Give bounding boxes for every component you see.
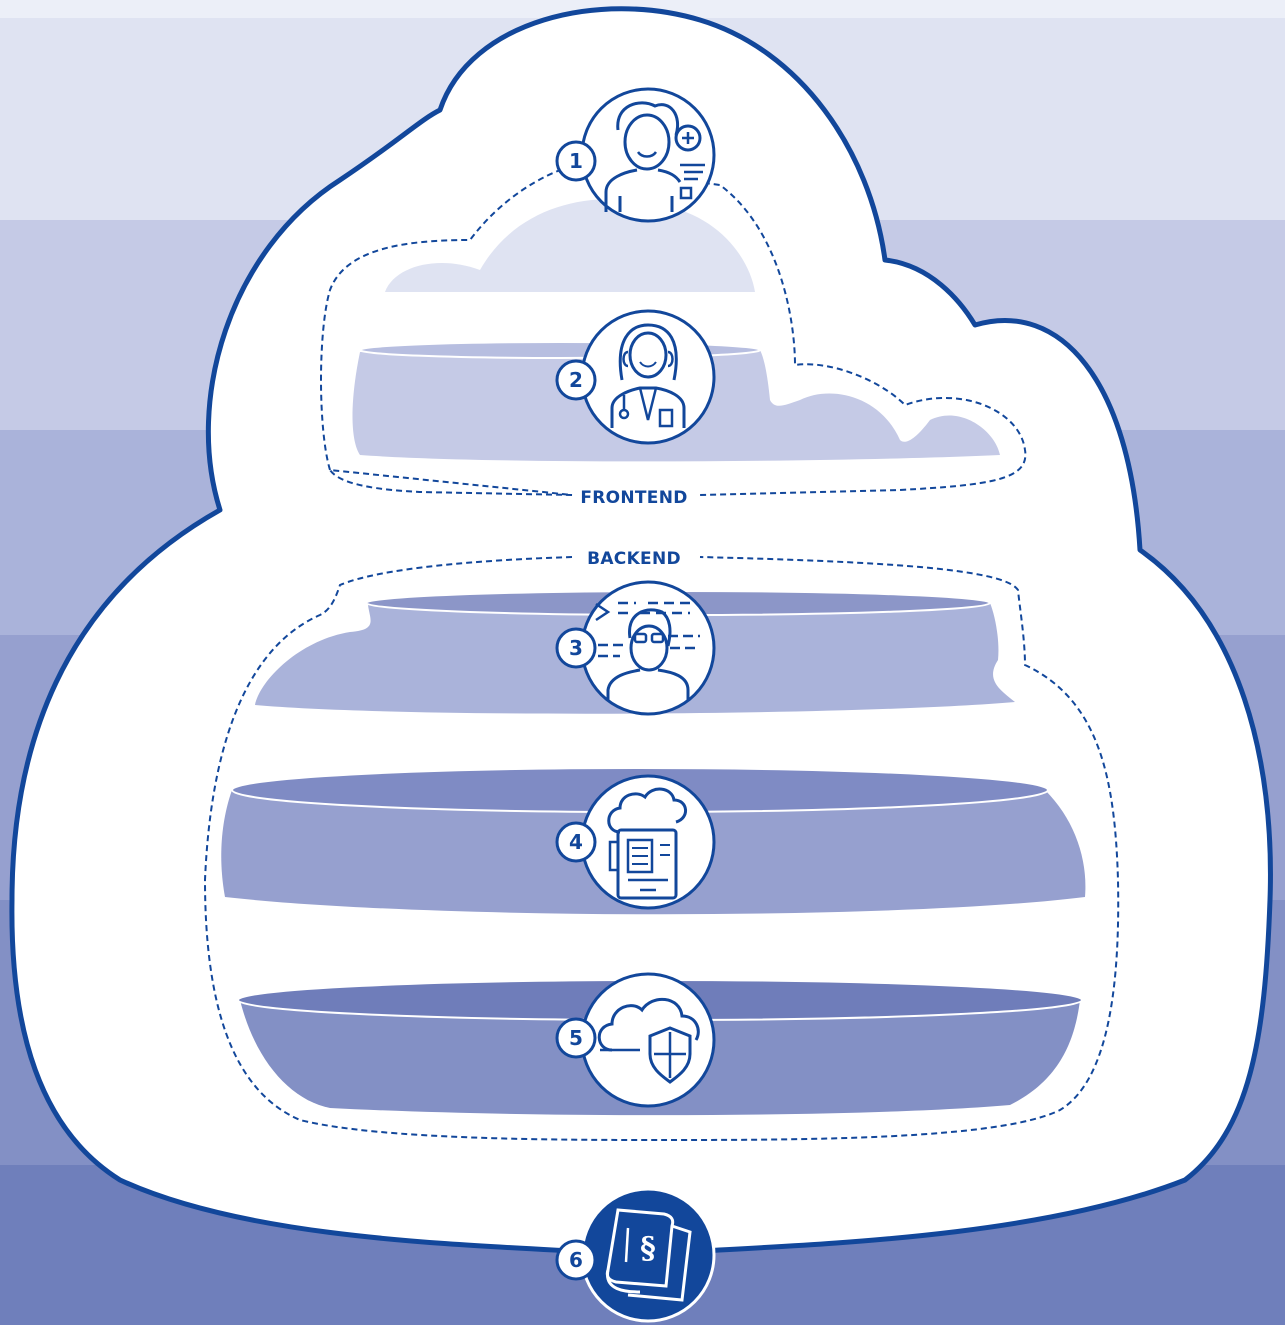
step-badge-2: 2 (555, 359, 597, 401)
law-books-icon: § (580, 1187, 716, 1323)
developer-icon (580, 580, 716, 716)
backend-region (203, 556, 1120, 1141)
step-number-4: 4 (569, 830, 583, 854)
cloud-security-icon (580, 972, 716, 1108)
step-badge-1: 1 (555, 140, 597, 182)
step-badge-3: 3 (555, 627, 597, 669)
backend-label: BACKEND (587, 549, 681, 569)
step-badge-5: 5 (555, 1017, 597, 1059)
frontend-region (320, 163, 1027, 496)
frontend-label: FRONTEND (580, 488, 687, 508)
step-number-1: 1 (569, 149, 583, 173)
layer-cloud-top (385, 198, 755, 292)
step-badge-4: 4 (555, 821, 597, 863)
step-number-3: 3 (569, 636, 583, 660)
svg-text:§: § (640, 1231, 656, 1266)
step-number-5: 5 (569, 1026, 583, 1050)
doctor-icon (580, 309, 716, 445)
step-number-2: 2 (569, 368, 583, 392)
cloud-server-icon (580, 774, 716, 910)
step-badge-6: 6 (555, 1239, 597, 1281)
step-number-6: 6 (569, 1248, 583, 1272)
patient-icon (580, 87, 716, 223)
